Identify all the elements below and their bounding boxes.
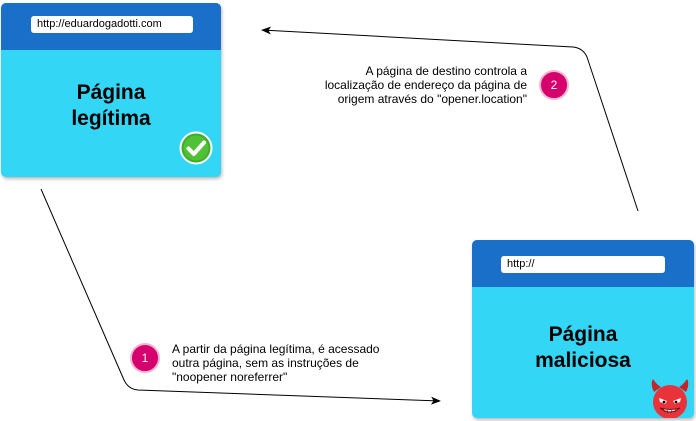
legit-page-window: http://eduardogadotti.com Página legítim… — [1, 3, 221, 177]
step-1-description: A partir da página legítima, é acessado … — [172, 342, 379, 384]
description-line: outra página, sem as instruções de — [172, 356, 359, 370]
page-title-line: maliciosa — [535, 349, 631, 372]
description-line: A partir da página legítima, é acessado — [172, 342, 380, 356]
checkmark-icon — [179, 131, 213, 165]
step-2-description: A página de destino controla a localizaç… — [290, 64, 527, 106]
page-title-line: legítima — [71, 107, 151, 130]
description-line: A página de destino controla a — [365, 64, 527, 78]
description-line: "noopener noreferrer" — [172, 370, 288, 384]
step-badge-1: 1 — [130, 343, 160, 373]
address-bar[interactable]: http://eduardogadotti.com — [31, 16, 193, 33]
address-bar[interactable]: http:// — [501, 256, 665, 273]
page-title: Página legítima — [1, 80, 221, 132]
page-title-line: Página — [76, 81, 146, 104]
arrow-step-1 — [40, 188, 441, 405]
page-title-line: Página — [548, 323, 618, 346]
devil-icon — [651, 379, 689, 418]
description-line: origem através do "opener.location" — [337, 92, 527, 106]
malicious-page-window: http:// Página maliciosa — [472, 240, 694, 418]
step-badge-2: 2 — [539, 70, 569, 100]
page-title: Página maliciosa — [472, 322, 694, 374]
description-line: localização de endereço da página de — [324, 78, 527, 92]
arrow-step-2 — [261, 26, 639, 212]
